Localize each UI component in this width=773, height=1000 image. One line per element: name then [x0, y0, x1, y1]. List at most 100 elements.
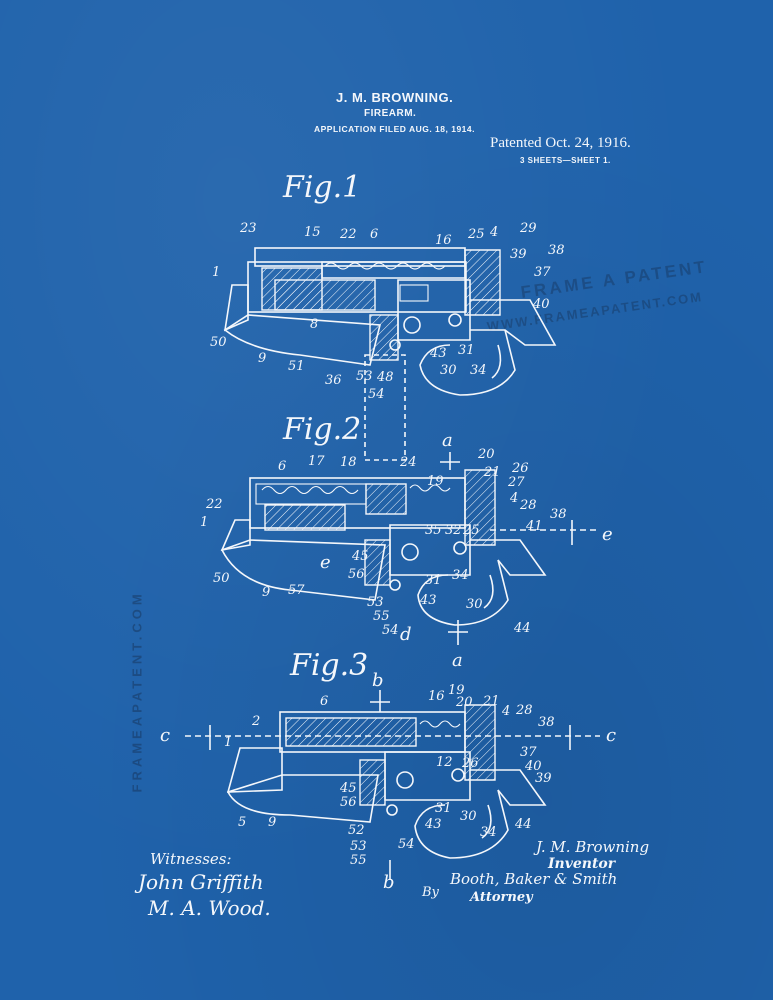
svg-text:45: 45	[339, 781, 357, 796]
svg-text:22: 22	[339, 227, 357, 242]
svg-text:b: b	[383, 872, 395, 893]
svg-text:41: 41	[525, 519, 543, 534]
svg-text:57: 57	[288, 583, 305, 598]
fig1-label: Fig.1	[283, 170, 362, 205]
svg-text:53: 53	[350, 839, 367, 854]
svg-text:d: d	[400, 624, 412, 645]
svg-text:12: 12	[436, 755, 453, 770]
svg-text:53: 53	[356, 369, 373, 384]
svg-text:39: 39	[510, 247, 527, 262]
inventor-name: J. M. BROWNING.	[336, 90, 454, 105]
svg-text:34: 34	[480, 825, 497, 840]
svg-text:16: 16	[428, 689, 445, 704]
svg-text:30: 30	[440, 363, 457, 378]
subject-title: FIREARM.	[364, 108, 417, 119]
svg-text:20: 20	[455, 695, 473, 710]
svg-text:1: 1	[212, 265, 220, 280]
svg-text:1: 1	[200, 515, 208, 530]
fig2-label: Fig.2	[283, 412, 362, 447]
svg-text:55: 55	[350, 853, 367, 868]
svg-text:27: 27	[507, 475, 525, 490]
svg-text:21: 21	[483, 465, 501, 480]
svg-text:26: 26	[461, 756, 479, 771]
svg-text:45: 45	[351, 549, 369, 564]
svg-text:48: 48	[376, 370, 394, 385]
svg-text:34: 34	[452, 568, 469, 583]
svg-text:17: 17	[308, 454, 325, 469]
inventor-label: Inventor	[548, 856, 616, 872]
inventor-signature: J. M. Browning	[536, 838, 650, 856]
svg-text:21: 21	[482, 694, 500, 709]
svg-text:19: 19	[448, 683, 465, 698]
svg-text:26: 26	[511, 461, 529, 476]
svg-text:43: 43	[419, 593, 437, 608]
svg-text:22: 22	[205, 497, 223, 512]
sheet-count: 3 SHEETS—SHEET 1.	[520, 156, 611, 165]
svg-text:43: 43	[429, 346, 447, 361]
svg-text:4: 4	[501, 704, 510, 719]
svg-text:c: c	[606, 725, 616, 746]
witnesses-label: Witnesses:	[150, 850, 232, 868]
attorney-label: Attorney	[470, 890, 533, 905]
svg-text:e: e	[320, 552, 331, 573]
svg-text:38: 38	[548, 243, 565, 258]
svg-text:56: 56	[348, 567, 365, 582]
svg-text:5: 5	[238, 815, 246, 830]
svg-text:30: 30	[466, 597, 483, 612]
svg-text:51: 51	[288, 359, 305, 374]
svg-text:24: 24	[399, 455, 417, 470]
svg-text:50: 50	[213, 571, 230, 586]
svg-text:52: 52	[348, 823, 365, 838]
svg-text:36: 36	[325, 373, 342, 388]
svg-text:25: 25	[467, 227, 485, 242]
svg-text:54: 54	[368, 387, 385, 402]
svg-text:38: 38	[550, 507, 567, 522]
svg-text:6: 6	[320, 694, 328, 709]
svg-text:31: 31	[435, 801, 452, 816]
patent-date: Patented Oct. 24, 1916.	[490, 135, 631, 151]
svg-text:28: 28	[515, 703, 533, 718]
svg-text:4: 4	[509, 491, 518, 506]
svg-text:6: 6	[278, 459, 286, 474]
svg-text:c: c	[160, 725, 170, 746]
svg-text:54: 54	[382, 623, 399, 638]
svg-text:54: 54	[398, 837, 415, 852]
svg-text:32: 32	[445, 523, 462, 538]
svg-text:16: 16	[435, 233, 452, 248]
witness-signature-1: John Griffith	[138, 870, 264, 894]
svg-text:9: 9	[262, 585, 270, 600]
svg-text:30: 30	[460, 809, 477, 824]
svg-text:20: 20	[477, 447, 495, 462]
svg-text:37: 37	[520, 745, 537, 760]
svg-text:40: 40	[532, 297, 550, 312]
svg-text:6: 6	[370, 227, 378, 242]
svg-text:39: 39	[535, 771, 552, 786]
svg-text:23: 23	[239, 221, 257, 236]
svg-text:25: 25	[462, 523, 480, 538]
svg-text:38: 38	[538, 715, 555, 730]
svg-text:9: 9	[258, 351, 266, 366]
svg-text:31: 31	[425, 573, 442, 588]
svg-text:19: 19	[427, 474, 444, 489]
svg-text:53: 53	[367, 595, 384, 610]
svg-text:37: 37	[534, 265, 551, 280]
svg-text:15: 15	[304, 225, 321, 240]
svg-text:31: 31	[458, 343, 475, 358]
application-filed: APPLICATION FILED AUG. 18, 1914.	[314, 124, 476, 134]
svg-text:4: 4	[489, 225, 498, 240]
svg-text:1: 1	[224, 735, 232, 750]
svg-text:43: 43	[424, 817, 442, 832]
svg-text:a: a	[442, 430, 453, 451]
svg-text:b: b	[372, 670, 384, 691]
svg-text:a: a	[452, 650, 463, 671]
fig3-label: Fig.3	[290, 648, 369, 683]
svg-text:35: 35	[425, 523, 442, 538]
svg-text:56: 56	[340, 795, 357, 810]
svg-text:e: e	[602, 524, 613, 545]
svg-text:40: 40	[524, 759, 542, 774]
